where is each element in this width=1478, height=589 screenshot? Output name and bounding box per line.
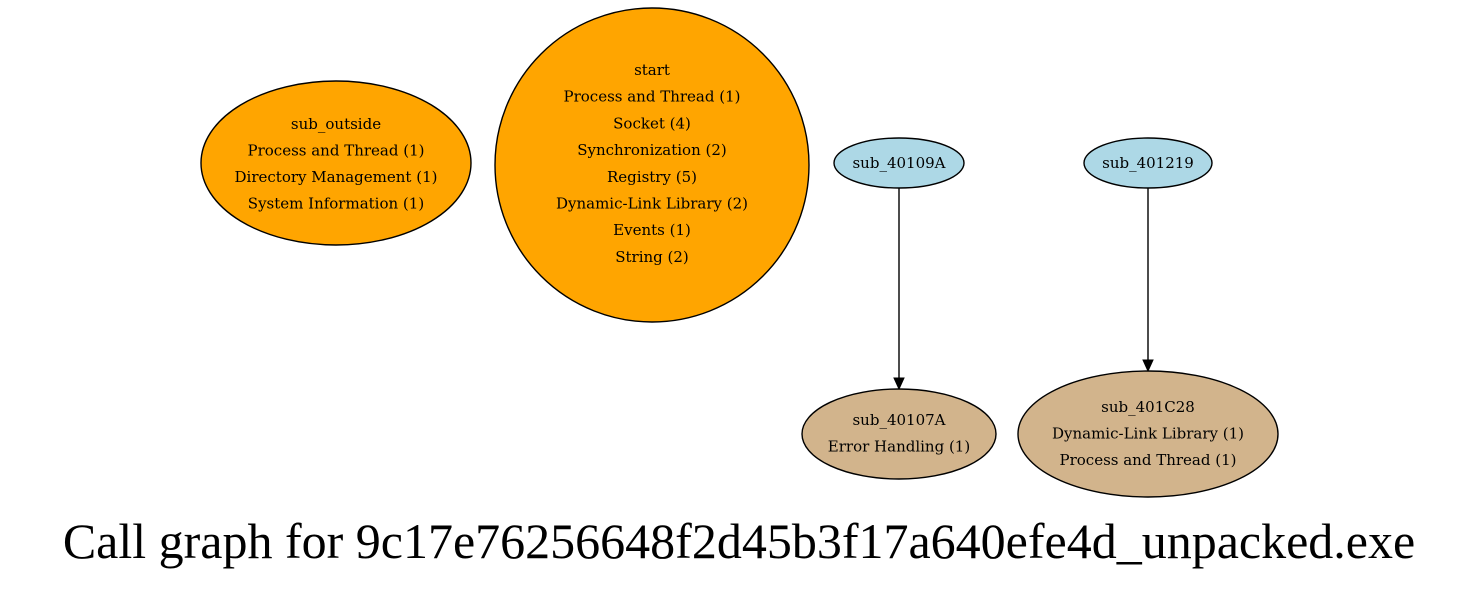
edge-sub-40109a-to-sub-40107a	[893, 188, 905, 391]
node-category: Synchronization (2)	[577, 141, 727, 159]
node-sub-40109a: sub_40109A	[833, 137, 965, 189]
node-category: Process and Thread (1)	[564, 88, 741, 106]
node-shape	[494, 7, 810, 323]
arrowhead	[893, 377, 905, 391]
node-category: Error Handling (1)	[828, 438, 970, 456]
node-category: Socket (4)	[613, 114, 691, 132]
node-name: sub_401C28	[1101, 398, 1195, 416]
node-name: sub_outside	[291, 115, 381, 133]
node-category: Dynamic-Link Library (1)	[1052, 425, 1244, 443]
node-category: System Information (1)	[248, 195, 424, 213]
node-category: Process and Thread (1)	[1060, 451, 1237, 469]
node-name: sub_40107A	[852, 411, 945, 429]
node-category: Dynamic-Link Library (2)	[556, 195, 748, 213]
node-category: Process and Thread (1)	[248, 142, 425, 160]
node-shape	[833, 137, 965, 189]
node-shape	[801, 388, 997, 480]
node-shape	[1017, 370, 1279, 498]
node-name: sub_401219	[1102, 154, 1194, 172]
node-shape	[200, 80, 472, 246]
node-name: start	[634, 61, 670, 79]
node-category: String (2)	[615, 248, 689, 266]
node-shape	[1083, 137, 1213, 189]
node-category: Directory Management (1)	[235, 168, 438, 186]
edge-layer	[893, 188, 1154, 391]
node-category: Registry (5)	[607, 168, 697, 186]
node-name: sub_40109A	[852, 154, 945, 172]
arrowhead	[1142, 359, 1154, 373]
node-sub-401219: sub_401219	[1083, 137, 1213, 189]
edge-sub-401219-to-sub-401c28	[1142, 188, 1154, 373]
node-category: Events (1)	[613, 221, 691, 239]
graph-title: Call graph for 9c17e76256648f2d45b3f17a6…	[63, 513, 1415, 569]
node-sub-40107a: sub_40107A Error Handling (1)	[801, 388, 997, 480]
